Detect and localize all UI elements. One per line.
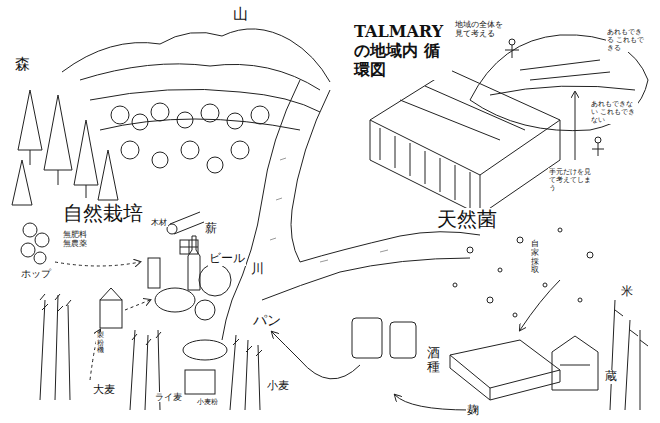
title: TALMARY の地域内 循環図 <box>352 22 452 80</box>
map-label: 酒種 <box>426 346 441 375</box>
map-label: あれもできる これもできる <box>606 28 648 52</box>
map-label: 麹 <box>466 404 480 418</box>
map-label: ビール <box>208 252 246 266</box>
map-label: 小麦 <box>266 380 290 393</box>
map-label: 小麦粉 <box>196 398 219 406</box>
map-label: 蔵 <box>604 370 618 384</box>
map-label: 木材 <box>150 218 168 227</box>
map-label: 自家採取 <box>530 240 540 275</box>
map-label: 手元だけを見て考えてしまう <box>548 168 594 192</box>
map-label: 森 <box>14 56 31 73</box>
map-label: 自然栽培 <box>62 202 144 225</box>
map-label: 地域の全体を見て考える <box>454 20 508 38</box>
map-label: 川 <box>250 262 265 277</box>
map-label: ホップ <box>20 268 52 280</box>
map-label: 山 <box>232 6 249 23</box>
map-label: ライ麦 <box>154 392 183 402</box>
map-label: 無肥料 無農薬 <box>62 230 94 248</box>
map-label: 製粉機 <box>96 332 105 355</box>
map-label: 薪 <box>204 222 218 236</box>
map-label: 米 <box>620 285 634 299</box>
map-label: 天然菌 <box>436 208 498 231</box>
map-label: あれもできない これもできない <box>590 100 638 124</box>
map-label: パン <box>252 312 282 328</box>
map-label: 大麦 <box>92 384 116 397</box>
